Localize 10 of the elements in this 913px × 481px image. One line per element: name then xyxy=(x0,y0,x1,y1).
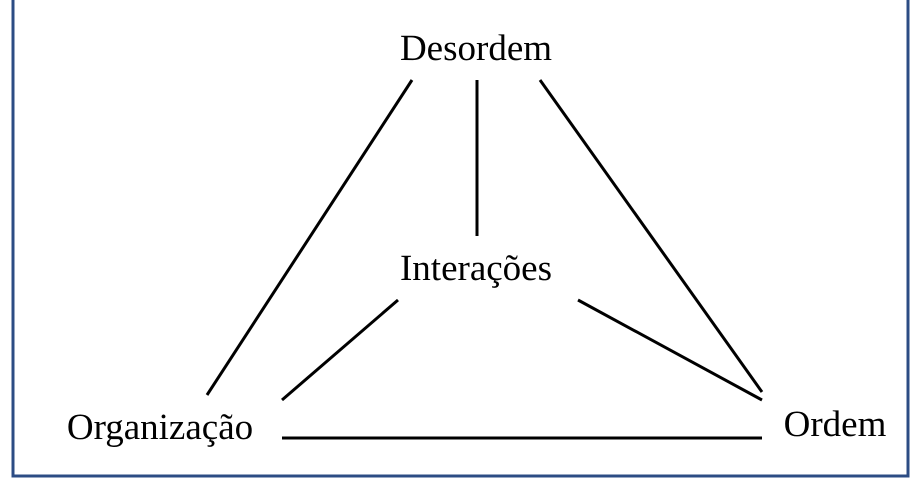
connector-line xyxy=(206,79,414,396)
connector-line xyxy=(577,298,763,402)
connector-line xyxy=(476,80,478,236)
node-label: Ordem xyxy=(782,402,888,446)
connector-line xyxy=(281,298,399,402)
node-label: Organização xyxy=(66,406,254,450)
connector-line xyxy=(538,79,764,393)
connector-line xyxy=(282,436,762,440)
node-label: Interações xyxy=(398,246,553,290)
node-label: Desordem xyxy=(398,26,554,70)
